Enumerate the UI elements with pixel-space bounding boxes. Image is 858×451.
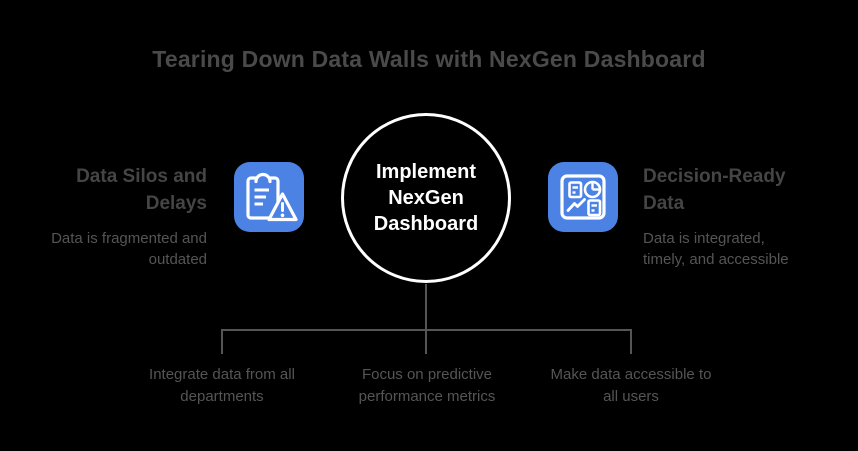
problem-heading: Data Silos and Delays: [76, 166, 207, 214]
page-title: Tearing Down Data Walls with NexGen Dash…: [152, 46, 706, 72]
dashboard-report-icon: [548, 162, 618, 232]
problem-description: Data is fragmented and outdated: [51, 230, 207, 268]
action-label-2: Focus on predictive performance metrics: [358, 366, 496, 405]
clipboard-alert-icon: [234, 162, 304, 232]
outcome-heading: Decision-Ready Data: [643, 166, 786, 214]
solution-circle: Implement NexGen Dashboard: [341, 113, 511, 283]
action-label-1: Integrate data from all departments: [149, 366, 295, 405]
connector-drop-left: [221, 329, 223, 354]
connector-drop-right: [630, 329, 632, 354]
problem-icon-card: [234, 162, 304, 232]
connector-drop-center: [425, 329, 427, 354]
action-label-3: Make data accessible to all users: [550, 366, 712, 405]
outcome-description: Data is integrated, timely, and accessib…: [643, 230, 789, 268]
connector-stem: [425, 284, 427, 331]
outcome-icon-card: [548, 162, 618, 232]
solution-label: Implement NexGen Dashboard: [373, 161, 479, 235]
